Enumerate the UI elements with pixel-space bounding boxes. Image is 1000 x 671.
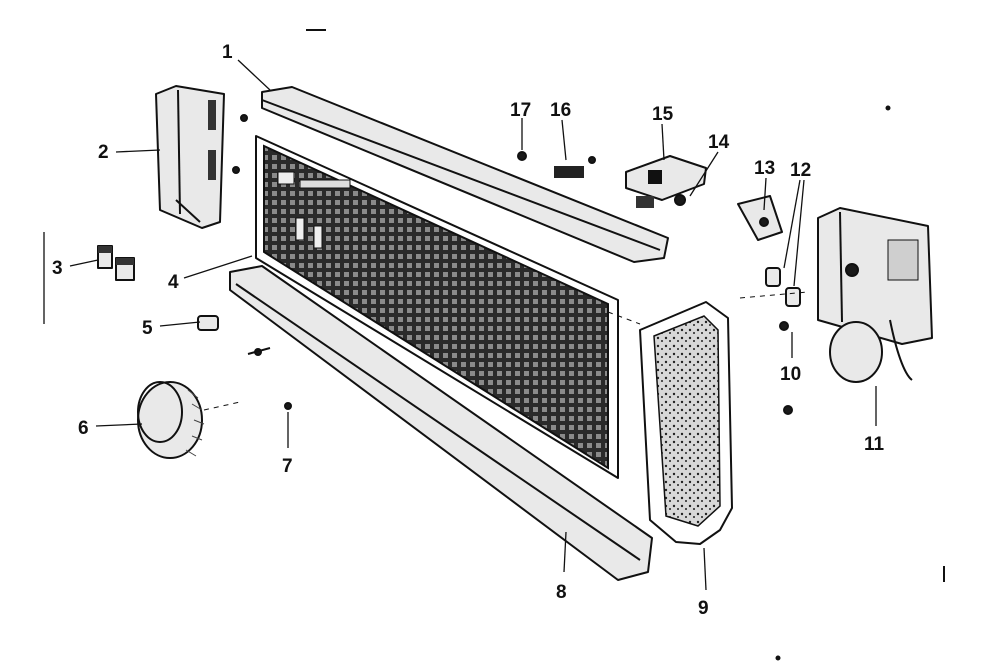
- part-11-timer: [817, 207, 933, 383]
- part-4-control-panel: [255, 135, 619, 479]
- part-3-buttons: [97, 245, 135, 281]
- leader-lines: [43, 59, 877, 591]
- callout-1: 1: [222, 42, 233, 63]
- callout-10: 10: [780, 364, 801, 385]
- part-8-bottom-trim: [229, 265, 653, 581]
- callout-12: 12: [790, 160, 811, 181]
- stray-marks: [306, 29, 945, 661]
- callout-14: 14: [708, 132, 730, 153]
- callout-13: 13: [754, 158, 775, 179]
- screws: [232, 114, 793, 415]
- callout-6: 6: [78, 418, 89, 439]
- callout-7: 7: [282, 456, 293, 477]
- part-16-clip: [554, 156, 596, 178]
- part-5-plug: [197, 315, 219, 331]
- callout-4: 4: [168, 272, 179, 293]
- callout-9: 9: [698, 598, 709, 619]
- callout-5: 5: [142, 318, 153, 339]
- callout-11: 11: [864, 434, 885, 455]
- callout-2: 2: [98, 142, 109, 163]
- part-1-top-trim: [261, 86, 669, 263]
- callout-3: 3: [52, 258, 63, 279]
- assembly-line-endcap: [607, 311, 641, 325]
- callout-labels: 1 2 3 4 5 6 7 8 9 10 11 12 13 14 15 16 1…: [52, 42, 885, 619]
- part-15-switch: [625, 155, 707, 208]
- part-13-switch: [737, 195, 783, 241]
- part-2-left-bracket: [155, 85, 225, 229]
- callout-15: 15: [652, 104, 674, 125]
- assembly-line-knob: [203, 401, 241, 411]
- part-6-knob: [137, 381, 205, 459]
- part-12-bushings: [765, 267, 801, 307]
- callout-17: 17: [510, 100, 531, 121]
- assembly-line-timer: [739, 291, 809, 299]
- part-9-right-endcap: [639, 301, 733, 545]
- callout-16: 16: [550, 100, 571, 121]
- callout-8: 8: [556, 582, 567, 603]
